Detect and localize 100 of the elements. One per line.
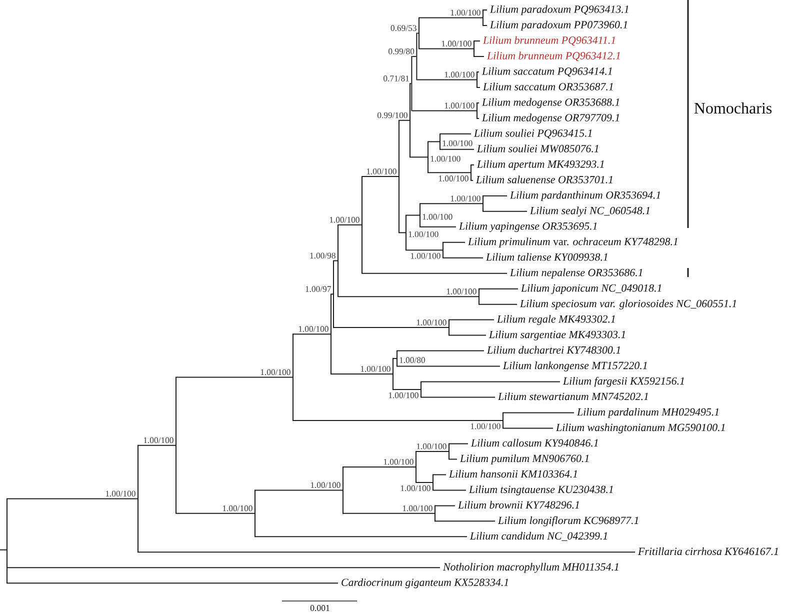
branch: [503, 412, 574, 414]
taxon-label: Lilium saluenense OR353701.1: [476, 176, 612, 184]
taxon-label: Lilium medogense OR353688.1: [482, 98, 619, 108]
branch: [176, 376, 293, 378]
branch: [406, 250, 443, 251]
support-value: 0.69/53: [390, 25, 416, 32]
support-value: 1.00/100: [450, 196, 480, 202]
taxon-label: Lilium tsingtauense KU230438.1: [468, 485, 613, 496]
branch: [474, 56, 484, 57]
support-value: 1.00/100: [360, 366, 390, 372]
branch: [334, 327, 449, 328]
branch: [449, 319, 494, 320]
branch: [421, 396, 496, 398]
taxon-label: Fritillaria cirrhosa KY646167.1: [638, 547, 778, 556]
support-value: 1.00/100: [260, 369, 290, 376]
support-value: 1.00/98: [310, 252, 336, 259]
taxon-label: Cardiocrinum giganteum KX528334.1: [342, 578, 508, 588]
support-value: 1.00/100: [222, 505, 252, 512]
branch: [293, 420, 503, 421]
branch: [435, 520, 496, 522]
branch: [412, 56, 417, 57]
support-value: 1.00/100: [416, 320, 446, 326]
support-value: 1.00/100: [408, 231, 438, 238]
branch: [334, 260, 338, 262]
taxon-label: Lilium longiflorum KC968977.1: [498, 516, 638, 526]
taxon-label: Lilium souliei MW085076.1: [476, 144, 598, 152]
branch: [7, 498, 138, 500]
branch: [410, 156, 428, 158]
branch: [477, 102, 480, 104]
branch: [471, 180, 474, 181]
branch: [449, 334, 486, 336]
support-value: 1.00/100: [450, 10, 480, 16]
branch: [412, 110, 477, 112]
support-value: 1.00/100: [384, 458, 414, 465]
branch: [255, 536, 468, 538]
branch: [7, 567, 440, 568]
branch: [440, 148, 474, 150]
taxon-label: Lilium saccatum OR353687.1: [482, 82, 613, 90]
support-value: 1.00/100: [438, 176, 468, 182]
support-value: 1.00/100: [430, 156, 460, 162]
taxon-label: Lilium taliense KY009938.1: [486, 253, 608, 261]
taxon-label: Lilium fargesii KX592156.1: [562, 376, 684, 387]
taxon-label: Lilium nepalense OR353686.1: [510, 268, 642, 278]
branch: [343, 466, 416, 468]
branch: [397, 366, 500, 367]
branch: [393, 358, 397, 360]
taxon-label: Lilium paradoxum PP073960.1: [490, 20, 627, 31]
branch: [399, 120, 410, 121]
branch: [440, 133, 472, 134]
branch: [293, 334, 331, 335]
taxon-label: Notholirion macrophyllum MH011354.1: [442, 562, 618, 573]
branch: [338, 224, 362, 226]
clade-label: Nomocharis: [694, 102, 772, 114]
taxon-label: Lilium souliei PQ963415.1: [474, 129, 592, 138]
branch: [343, 512, 435, 514]
taxon-label: Lilium paradoxum PQ963413.1: [490, 5, 628, 16]
taxon-label: Lilium pumilum MN906760.1: [460, 454, 589, 464]
taxon-label: Lilium lankongense MT157220.1: [502, 361, 647, 372]
taxon-label: Lilium hansonii KM103364.1: [448, 470, 577, 478]
support-value: 1.00/100: [144, 437, 174, 444]
branch: [479, 288, 518, 290]
support-value: 1.00/100: [310, 482, 340, 488]
support-value: 1.00/100: [330, 216, 360, 223]
taxon-label: Lilium speciosum var. gloriosoides NC_060551.1: [520, 300, 736, 310]
branch: [419, 17, 483, 18]
branch: [420, 203, 483, 204]
taxon-label: Lilium brunneum PQ963412.1: [486, 52, 620, 62]
taxon-label: Lilium callosum KY940846.1: [470, 438, 598, 447]
branch: [138, 444, 176, 446]
branch: [483, 195, 508, 196]
branch: [471, 164, 474, 166]
branch: [406, 214, 420, 216]
branch: [474, 40, 480, 42]
branch: [477, 71, 480, 72]
branch: [477, 118, 480, 119]
branch: [362, 176, 399, 178]
branch: [416, 450, 449, 452]
scale-label: 0.001: [310, 605, 330, 611]
branch: [443, 257, 484, 258]
taxon-label: Lilium yapingense OR353695.1: [458, 222, 597, 232]
branch: [433, 474, 446, 476]
support-value: 0.99/80: [388, 48, 414, 54]
branch: [416, 79, 477, 80]
branch: [397, 350, 484, 352]
branch: [419, 48, 474, 50]
taxon-label: Lilium brownii KY748296.1: [458, 500, 579, 509]
taxon-label: Lilium saccatum PQ963414.1: [482, 67, 612, 77]
branch: [393, 389, 421, 390]
support-value: 1.00/100: [446, 288, 476, 294]
support-value: 1.00/100: [444, 72, 474, 78]
branch: [483, 25, 488, 26]
branch: [255, 490, 343, 491]
taxon-label: Lilium sargentiae MK493303.1: [488, 330, 625, 340]
support-value: 1.00/100: [442, 40, 472, 47]
taxon-label: Lilium duchartrei KY748300.1: [486, 346, 620, 354]
branch: [449, 443, 468, 444]
branch: [421, 381, 560, 382]
branch: [428, 172, 471, 174]
taxon-label: Lilium pardanthinum OR353694.1: [510, 191, 660, 201]
taxon-label: Lilium apertum MK493293.1: [476, 160, 604, 170]
